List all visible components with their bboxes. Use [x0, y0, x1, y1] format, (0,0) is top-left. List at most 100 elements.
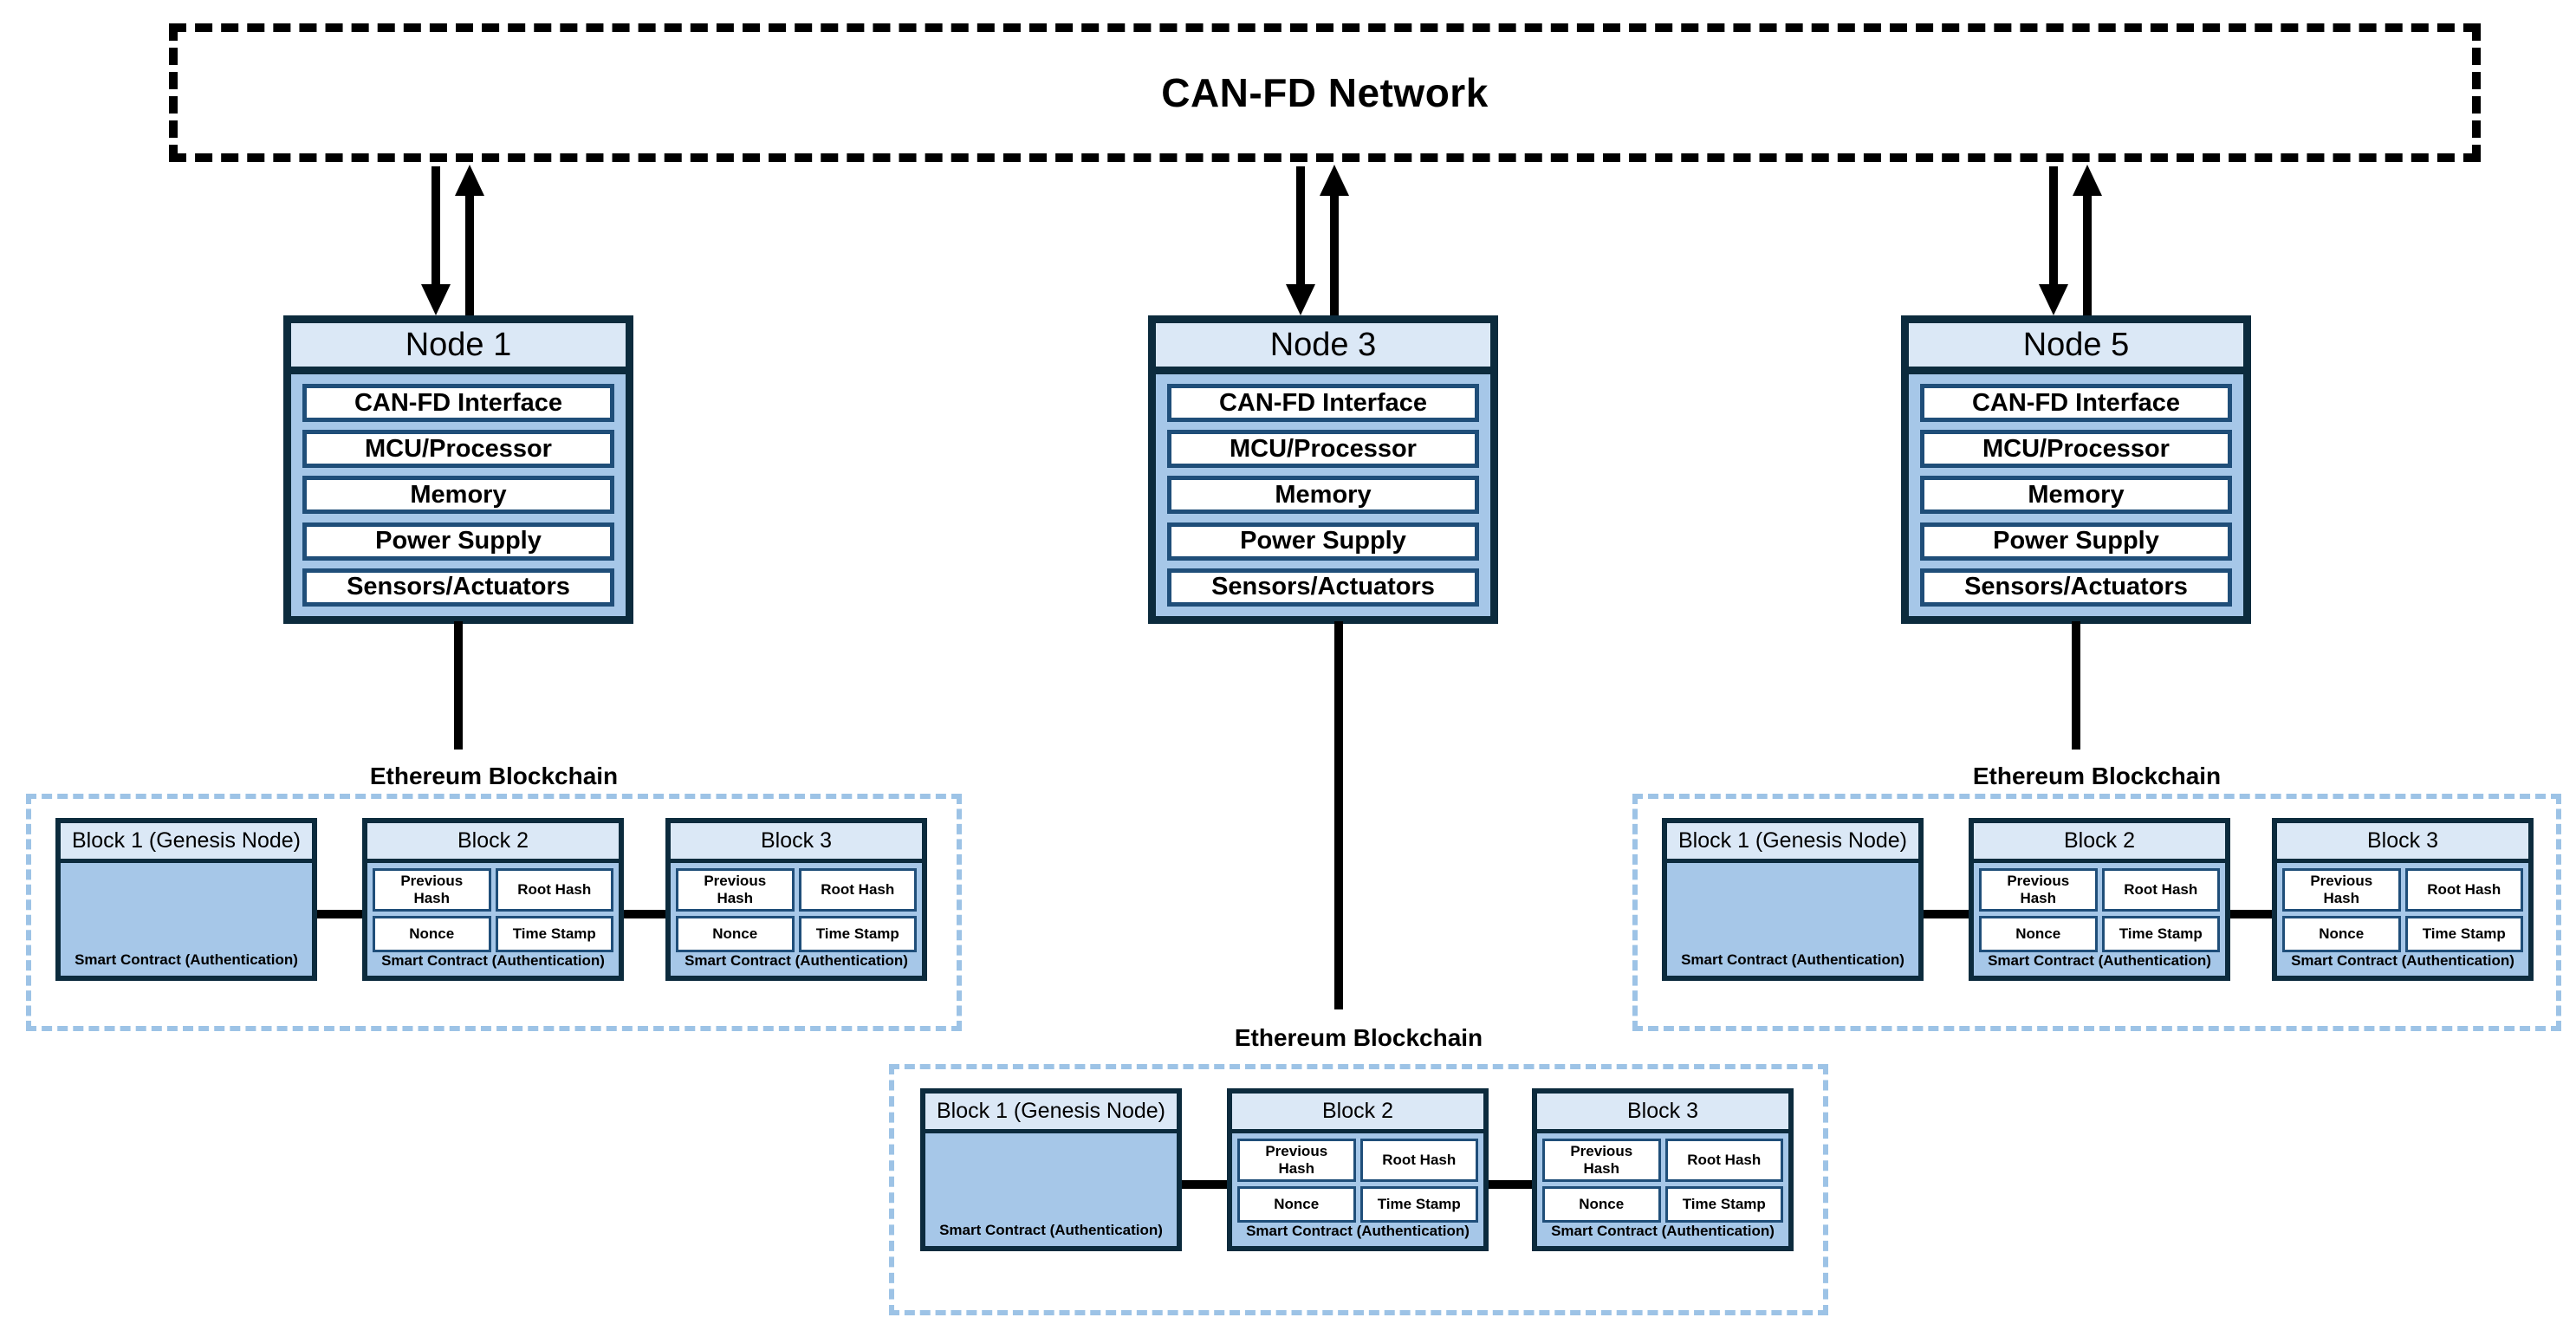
nonce-cell: Nonce — [1542, 1186, 1661, 1223]
block-1-genesis-middle: Block 1 (Genesis Node) Smart Contract (A… — [920, 1088, 1182, 1251]
node-3-component-sensors-actuators: Sensors/Actuators — [1167, 568, 1479, 607]
block-fields: Previous Hash Root Hash Nonce Time Stamp — [367, 863, 619, 952]
node-1-body: CAN-FD Interface MCU/Processor Memory Po… — [291, 374, 626, 616]
block-fields: Previous Hash Root Hash Nonce Time Stamp — [2277, 863, 2528, 952]
blockchain-container-middle: Block 1 (Genesis Node) Smart Contract (A… — [889, 1064, 1828, 1315]
can-fd-network-box: CAN-FD Network — [169, 23, 2481, 162]
smart-contract-label: Smart Contract (Authentication) — [1681, 951, 1904, 968]
block-connector — [1924, 910, 1969, 918]
root-hash-cell: Root Hash — [2404, 868, 2523, 912]
block-1-genesis-left: Block 1 (Genesis Node) Smart Contract (A… — [55, 818, 317, 981]
root-hash-cell: Root Hash — [2101, 868, 2220, 912]
smart-contract-label: Smart Contract (Authentication) — [939, 1222, 1163, 1238]
node-3-component-mcu-processor: MCU/Processor — [1167, 430, 1479, 469]
block-header: Block 2 — [367, 823, 619, 863]
smart-contract-label: Smart Contract (Authentication) — [75, 951, 298, 968]
blockchain-container-left: Block 1 (Genesis Node) Smart Contract (A… — [26, 794, 962, 1031]
blockchain-container-right: Block 1 (Genesis Node) Smart Contract (A… — [1632, 794, 2561, 1031]
nonce-cell: Nonce — [1979, 916, 2098, 952]
node1-blockchain-link-line — [454, 621, 463, 750]
node-5-component-mcu-processor: MCU/Processor — [1920, 430, 2232, 469]
block-connector — [1182, 1180, 1227, 1189]
root-hash-cell: Root Hash — [495, 868, 613, 912]
nonce-cell: Nonce — [1237, 1186, 1356, 1223]
nonce-cell: Nonce — [2282, 916, 2401, 952]
node-1-component-canfd-interface: CAN-FD Interface — [302, 384, 614, 423]
block-fields: Previous Hash Root Hash Nonce Time Stamp — [1974, 863, 2225, 952]
nonce-cell: Nonce — [373, 916, 491, 952]
node-3-component-power-supply: Power Supply — [1167, 522, 1479, 561]
smart-contract-label: Smart Contract (Authentication) — [1246, 1223, 1470, 1239]
block-body: Previous Hash Root Hash Nonce Time Stamp… — [2277, 863, 2528, 976]
node3-arrow-down-head-icon — [1286, 284, 1315, 315]
node1-arrow-up-head-icon — [455, 165, 484, 196]
smart-contract-label: Smart Contract (Authentication) — [381, 952, 605, 969]
time-stamp-cell: Time Stamp — [1359, 1186, 1478, 1223]
block-3-right: Block 3 Previous Hash Root Hash Nonce Ti… — [2272, 818, 2534, 981]
block-body: Previous Hash Root Hash Nonce Time Stamp… — [671, 863, 922, 976]
root-hash-cell: Root Hash — [1664, 1139, 1783, 1182]
previous-hash-cell: Previous Hash — [1237, 1139, 1356, 1182]
block-body: Previous Hash Root Hash Nonce Time Stamp… — [1537, 1133, 1788, 1246]
blockchain-title-right: Ethereum Blockchain — [1972, 763, 2222, 789]
block-body: Previous Hash Root Hash Nonce Time Stamp… — [1974, 863, 2225, 976]
smart-contract-label: Smart Contract (Authentication) — [2291, 952, 2514, 969]
block-3-left: Block 3 Previous Hash Root Hash Nonce Ti… — [665, 818, 927, 981]
block-fields: Previous Hash Root Hash Nonce Time Stamp — [1232, 1133, 1483, 1223]
block-body: Smart Contract (Authentication) — [1667, 863, 1918, 976]
node5-arrow-up-head-icon — [2073, 165, 2102, 196]
node5-arrow-down-head-icon — [2039, 284, 2068, 315]
node-3-component-memory: Memory — [1167, 476, 1479, 515]
root-hash-cell: Root Hash — [1359, 1139, 1478, 1182]
network-title: CAN-FD Network — [1161, 70, 1489, 115]
node-5-title: Node 5 — [1909, 323, 2243, 374]
node-3: Node 3 CAN-FD Interface MCU/Processor Me… — [1148, 315, 1498, 624]
node3-arrow-down-shaft — [1296, 166, 1305, 288]
block-fields: Previous Hash Root Hash Nonce Time Stamp — [671, 863, 922, 952]
node1-arrow-down-shaft — [431, 166, 440, 288]
previous-hash-cell: Previous Hash — [1542, 1139, 1661, 1182]
root-hash-cell: Root Hash — [798, 868, 917, 912]
node-5-component-memory: Memory — [1920, 476, 2232, 515]
block-header: Block 1 (Genesis Node) — [61, 823, 312, 863]
block-2-left: Block 2 Previous Hash Root Hash Nonce Ti… — [362, 818, 624, 981]
node3-arrow-up-shaft — [1330, 196, 1339, 315]
node3-arrow-up-head-icon — [1320, 165, 1349, 196]
smart-contract-label: Smart Contract (Authentication) — [1551, 1223, 1775, 1239]
block-body: Previous Hash Root Hash Nonce Time Stamp… — [1232, 1133, 1483, 1246]
node-3-title: Node 3 — [1156, 323, 1490, 374]
block-header: Block 2 — [1232, 1094, 1483, 1133]
node1-arrow-down-head-icon — [421, 284, 451, 315]
node5-arrow-down-shaft — [2049, 166, 2058, 288]
node1-arrow-up-shaft — [465, 196, 474, 315]
previous-hash-cell: Previous Hash — [676, 868, 795, 912]
previous-hash-cell: Previous Hash — [1979, 868, 2098, 912]
block-body: Smart Contract (Authentication) — [61, 863, 312, 976]
block-connector — [624, 910, 665, 918]
block-1-genesis-right: Block 1 (Genesis Node) Smart Contract (A… — [1662, 818, 1924, 981]
node-5-component-power-supply: Power Supply — [1920, 522, 2232, 561]
time-stamp-cell: Time Stamp — [2101, 916, 2220, 952]
node5-blockchain-link-line — [2072, 621, 2080, 750]
smart-contract-label: Smart Contract (Authentication) — [685, 952, 908, 969]
node-5-component-sensors-actuators: Sensors/Actuators — [1920, 568, 2232, 607]
smart-contract-label: Smart Contract (Authentication) — [1988, 952, 2211, 969]
block-header: Block 2 — [1974, 823, 2225, 863]
node3-blockchain-link-line — [1334, 621, 1343, 1009]
time-stamp-cell: Time Stamp — [2404, 916, 2523, 952]
previous-hash-cell: Previous Hash — [2282, 868, 2401, 912]
block-header: Block 1 (Genesis Node) — [1667, 823, 1918, 863]
node-3-component-canfd-interface: CAN-FD Interface — [1167, 384, 1479, 423]
block-header: Block 1 (Genesis Node) — [925, 1094, 1177, 1133]
node5-arrow-up-shaft — [2083, 196, 2092, 315]
time-stamp-cell: Time Stamp — [1664, 1186, 1783, 1223]
node-1-title: Node 1 — [291, 323, 626, 374]
blockchain-title-left: Ethereum Blockchain — [369, 763, 619, 789]
node-1-component-memory: Memory — [302, 476, 614, 515]
block-header: Block 3 — [1537, 1094, 1788, 1133]
previous-hash-cell: Previous Hash — [373, 868, 491, 912]
block-fields: Previous Hash Root Hash Nonce Time Stamp — [1537, 1133, 1788, 1223]
node-1-component-mcu-processor: MCU/Processor — [302, 430, 614, 469]
nonce-cell: Nonce — [676, 916, 795, 952]
